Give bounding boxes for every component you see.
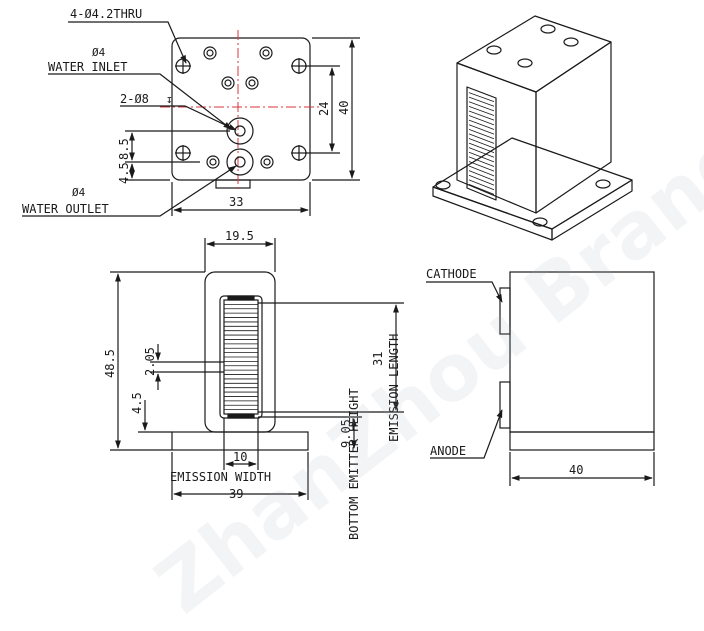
iso-base-hole-3 (532, 217, 548, 227)
leader-anode (430, 409, 503, 459)
front-emitter-fins (224, 303, 258, 411)
leader-counterbore (120, 105, 237, 131)
iso-base-hole-2 (595, 179, 611, 189)
dim-8-5-text: 8.5 (117, 138, 131, 160)
dim-33-text: 33 (229, 195, 243, 209)
front-bottom-cap (227, 413, 255, 419)
depth-symbol-icon: ↧ (166, 93, 173, 106)
callout-inlet-text: WATER INLET (48, 60, 127, 74)
technical-drawing: 4-Ø4.2THRU Ø4 WATER INLET 2-Ø8 ↧ Ø4 WATE… (22, 7, 655, 540)
side-view (426, 271, 655, 486)
iso-fin-line (468, 156, 495, 167)
front-top-cap (227, 295, 255, 301)
iso-base-top (432, 137, 633, 230)
iso-fin-line (468, 105, 495, 116)
dim-9-05-text: 9.05 (339, 419, 353, 448)
isometric-view (432, 15, 633, 241)
callout-holes-text: 4-Ø4.2THRU (70, 7, 142, 21)
iso-fin-line (468, 133, 495, 144)
anode-label: ANODE (430, 444, 466, 458)
side-anode-terminal (499, 381, 511, 429)
dim-40-text: 40 (337, 101, 351, 115)
front-base (171, 431, 309, 451)
leader-holes (68, 21, 187, 64)
mounting-holes (175, 58, 307, 161)
iso-fin-line (468, 184, 495, 195)
water-ports (226, 117, 254, 176)
iso-emitter-window (466, 86, 497, 201)
iso-fin-line (468, 119, 495, 130)
dim-4-5-front-text: 4.5 (130, 392, 144, 414)
iso-fin-line (468, 124, 495, 135)
iso-base-hole-1 (435, 180, 451, 190)
iso-fin-line (468, 142, 495, 154)
iso-emitter-fins (468, 92, 495, 195)
leader-outlet (22, 165, 237, 217)
side-body (509, 271, 655, 433)
iso-body-top (456, 15, 612, 93)
dim-31-text: 31 (371, 352, 385, 366)
dim-10-text: 10 (233, 450, 247, 464)
dim-48-5-text: 48.5 (103, 349, 117, 378)
dim-24-text: 24 (317, 102, 331, 116)
iso-fin-line (468, 92, 495, 103)
dim-39-text: 39 (229, 487, 243, 501)
side-base (509, 431, 655, 451)
callout-inlet-size-text: Ø4 (92, 46, 106, 59)
cathode-label: CATHODE (426, 267, 477, 281)
callout-outlet-text: WATER OUTLET (22, 202, 109, 216)
iso-fin-line (468, 179, 495, 191)
iso-fin-line (468, 128, 495, 140)
iso-fin-line (468, 96, 495, 107)
iso-fin-line (468, 138, 495, 149)
screw-holes (203, 46, 274, 169)
callout-outlet-size-text: Ø4 (72, 186, 86, 199)
iso-fin-line (468, 161, 495, 172)
iso-top-holes (486, 24, 579, 68)
iso-fin-line (468, 115, 495, 126)
iso-fin-line (468, 110, 495, 121)
leader-inlet (48, 73, 232, 130)
emission-width-label: EMISSION WIDTH (170, 470, 271, 484)
side-cathode-terminal (499, 287, 511, 335)
dim-2-05-text: 2.05 (143, 347, 157, 376)
top-view (22, 21, 360, 217)
iso-fin-line (468, 147, 495, 158)
front-view (110, 238, 404, 500)
iso-fin-line (468, 174, 495, 186)
iso-fin-line (468, 165, 495, 177)
emission-length-label: EMISSION LENGTH (387, 334, 401, 442)
top-view-tab (215, 179, 251, 189)
iso-base-front-right (551, 179, 633, 241)
dim-4-5-text: 4.5 (117, 162, 131, 184)
callout-counterbore-text: 2-Ø8 (120, 92, 149, 106)
iso-fin-line (468, 101, 495, 112)
emitter-height-label: BOTTOM EMITTER HEIGHT (347, 388, 361, 540)
leader-cathode (426, 281, 503, 303)
dim-40-side-text: 40 (569, 463, 583, 477)
iso-fin-line (468, 151, 495, 163)
iso-fin-line (468, 170, 495, 181)
dim-19-5-text: 19.5 (225, 229, 254, 243)
iso-body-right-face (535, 41, 612, 214)
